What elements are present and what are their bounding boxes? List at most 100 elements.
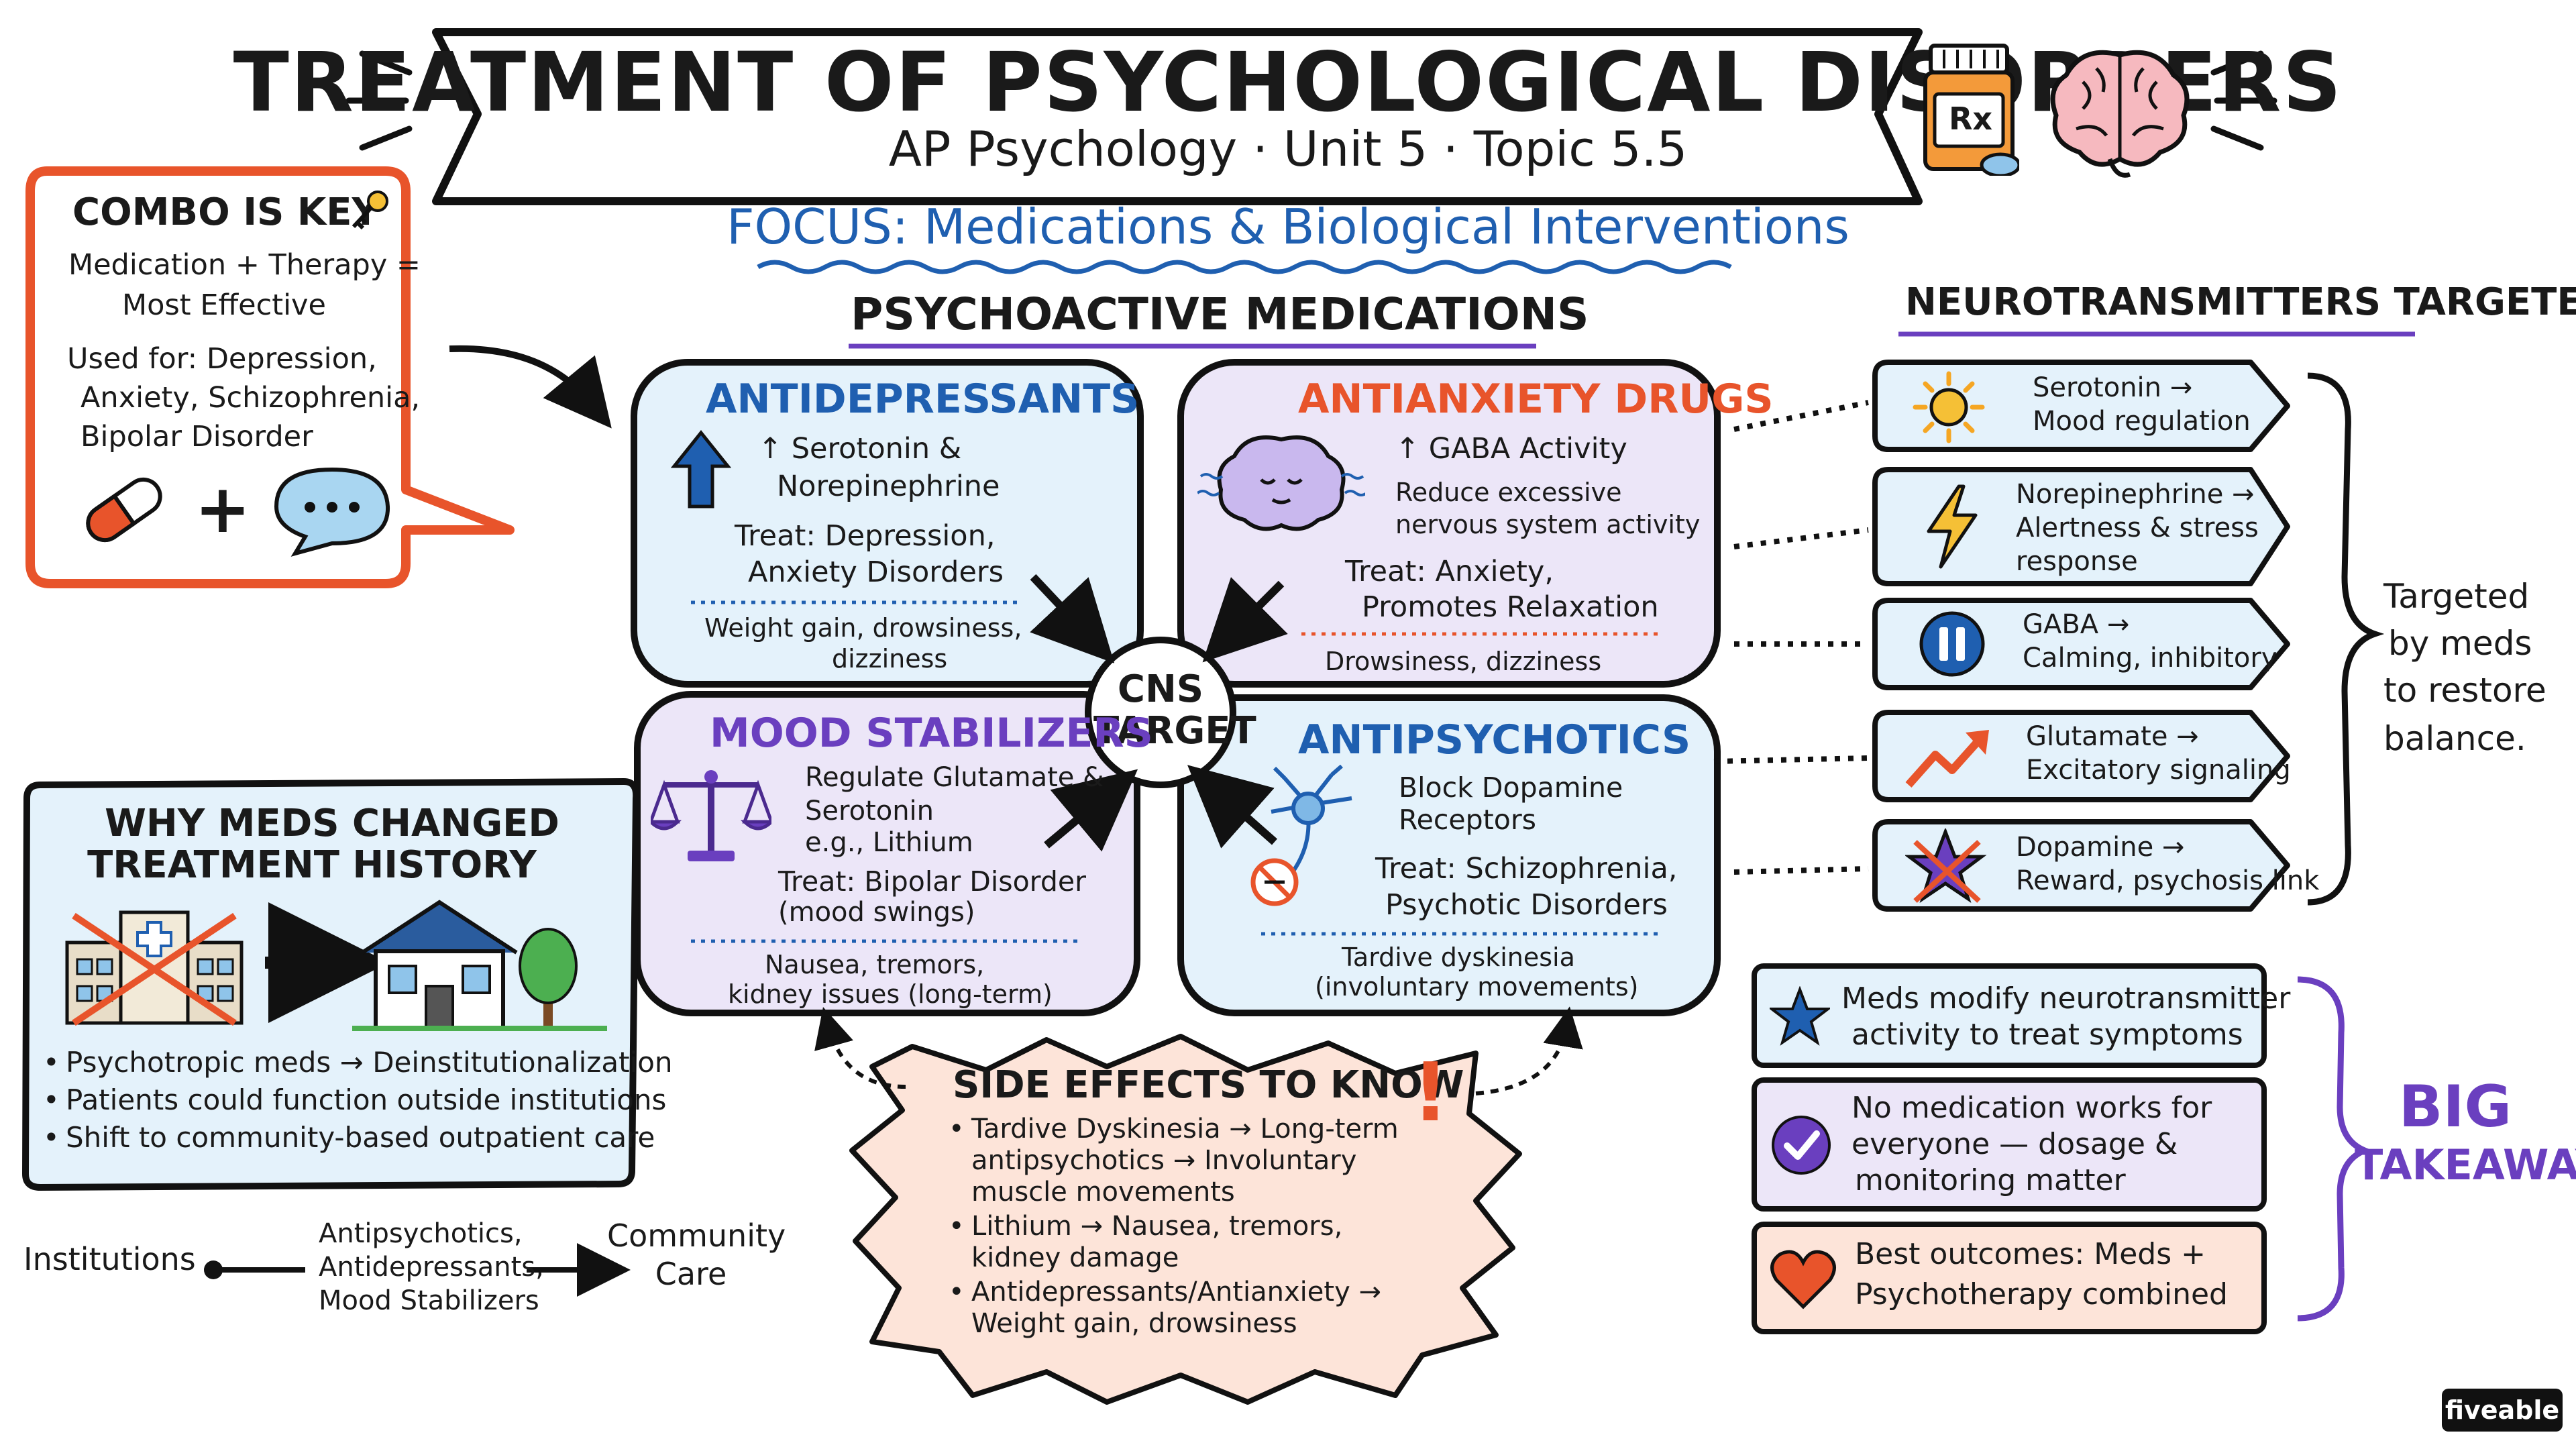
focus-underline xyxy=(757,260,1732,274)
nt-5-line-1: Dopamine → xyxy=(2016,832,2185,863)
cns-circle xyxy=(1085,637,1236,788)
takeaway-2-line-1: No medication works for xyxy=(1851,1091,2212,1125)
takeaway-brace xyxy=(2297,976,2373,1322)
side-effects-list: Tardive Dyskinesia → Long-term antipsych… xyxy=(946,1114,1399,1340)
pause-icon xyxy=(1915,607,1989,681)
nt-2-line-1: Norepinephrine → xyxy=(2016,479,2255,510)
nt-heading: NEUROTRANSMITTERS TARGETED xyxy=(1905,280,2576,324)
house-icon xyxy=(352,892,607,1033)
cns-label-1: CNS xyxy=(1117,667,1204,711)
page-subtitle: AP Psychology · Unit 5 · Topic 5.5 xyxy=(888,121,1688,177)
antidepressants-treat-2: Anxiety Disorders xyxy=(748,555,1004,589)
side-effects-heading: SIDE EFFECTS TO KNOW xyxy=(953,1063,1464,1107)
exclamation-icon: ! xyxy=(1412,1046,1449,1140)
nt-1-line-2: Mood regulation xyxy=(2033,406,2251,437)
combo-heading: COMBO IS KEY xyxy=(72,191,380,234)
antianxiety-side-1: Drowsiness, dizziness xyxy=(1325,647,1602,676)
antidepressants-treat-1: Treat: Depression, xyxy=(735,519,996,553)
banner-ticks xyxy=(345,50,2277,151)
side-effect-1a: Tardive Dyskinesia → Long-term xyxy=(946,1114,1399,1145)
mood-line-3: e.g., Lithium xyxy=(805,827,973,858)
antidepressants-line-1: ↑ Serotonin & xyxy=(758,432,962,466)
antianxiety-line-3: nervous system activity xyxy=(1395,510,1701,539)
combo-line-1: Medication + Therapy = xyxy=(68,248,421,282)
side-effect-3b: Weight gain, drowsiness xyxy=(971,1308,1297,1339)
mood-line-2: Serotonin xyxy=(805,796,934,826)
nt-note-1: Targeted xyxy=(2383,577,2530,616)
title-banner xyxy=(432,28,1923,205)
nt-2-line-3: response xyxy=(2016,546,2138,577)
combo-line-2: Most Effective xyxy=(122,288,326,322)
speech-bubble-icon xyxy=(268,463,396,557)
side-effect-2b: kidney damage xyxy=(971,1242,1179,1273)
trend-up-icon xyxy=(1902,718,1996,795)
star-icon xyxy=(1904,826,1992,906)
brand-badge xyxy=(2442,1389,2563,1432)
takeaway-box-1 xyxy=(1752,963,2267,1068)
up-arrow-icon xyxy=(670,429,732,510)
history-bullet-2: Patients could function outside institut… xyxy=(40,1083,673,1118)
mood-treat-2: (mood swings) xyxy=(778,897,975,928)
nt-note-3: to restore xyxy=(2383,671,2546,710)
timeline-mid-2: Antidepressants, xyxy=(319,1252,544,1283)
psychoactive-heading: PSYCHOACTIVE MEDICATIONS xyxy=(851,288,1589,340)
takeaway-1-line-1: Meds modify neurotransmitter xyxy=(1841,981,2291,1016)
nt-brace xyxy=(2307,372,2385,906)
nt-tag-3 xyxy=(1872,598,2290,690)
history-heading-1: WHY MEDS CHANGED xyxy=(105,802,559,845)
antipsychotics-side-2: (involuntary movements) xyxy=(1315,972,1639,1002)
nt-3-line-1: GABA → xyxy=(2023,609,2130,640)
combo-used-1: Used for: Depression, xyxy=(67,342,377,376)
antipsychotics-line-1: Block Dopamine xyxy=(1399,771,1623,804)
rx-label: Rx xyxy=(1949,101,1993,137)
lightning-icon xyxy=(1922,483,1982,570)
takeaways-label-2: TAKEAWAYS xyxy=(2355,1140,2576,1189)
nt-5-line-2: Reward, psychosis link xyxy=(2016,865,2320,896)
nt-note-4: balance. xyxy=(2383,719,2526,758)
heart-icon xyxy=(1770,1248,1837,1311)
nt-3-line-2: Calming, inhibitory xyxy=(2023,643,2277,674)
antianxiety-treat-2: Promotes Relaxation xyxy=(1362,590,1659,624)
mood-treat-1: Treat: Bipolar Disorder xyxy=(778,865,1086,898)
focus-line: FOCUS: Medications & Biological Interven… xyxy=(727,199,1849,255)
takeaway-star-icon xyxy=(1768,985,1832,1046)
mood-title: MOOD STABILIZERS xyxy=(710,710,1153,757)
combo-plus: + xyxy=(195,470,251,548)
side-effect-1b: antipsychotics → Involuntary xyxy=(971,1145,1357,1176)
side-effect-1c: muscle movements xyxy=(971,1177,1235,1208)
takeaway-3-line-1: Best outcomes: Meds + xyxy=(1855,1237,2206,1271)
antianxiety-treat-1: Treat: Anxiety, xyxy=(1345,555,1554,588)
cns-label-2: TARGET xyxy=(1093,709,1256,753)
scale-icon xyxy=(646,765,776,865)
takeaway-2-line-2: everyone — dosage & xyxy=(1851,1127,2178,1161)
history-bullet-3: Shift to community-based outpatient care xyxy=(40,1120,673,1155)
antidepressants-side-1: Weight gain, drowsiness, xyxy=(704,613,1022,643)
timeline-mid-1: Antipsychotics, xyxy=(319,1218,523,1249)
takeaway-3-line-2: Psychotherapy combined xyxy=(1855,1277,2228,1311)
key-icon xyxy=(345,188,392,235)
check-icon xyxy=(1770,1114,1833,1177)
antidepressants-side-2: dizziness xyxy=(832,644,948,674)
antianxiety-line-1: ↑ GABA Activity xyxy=(1395,432,1627,466)
combo-used-2: Anxiety, Schizophrenia, xyxy=(80,381,421,415)
neuron-block-icon xyxy=(1244,764,1372,919)
history-bullet-1: Psychotropic meds → Deinstitutionalizati… xyxy=(40,1045,673,1080)
nt-tag-1 xyxy=(1872,360,2290,452)
antipsychotics-title: ANTIPSYCHOTICS xyxy=(1298,716,1691,763)
mood-side-2: kidney issues (long-term) xyxy=(728,979,1053,1009)
timeline-end-1: Community xyxy=(607,1218,786,1254)
timeline-end-2: Care xyxy=(655,1256,727,1292)
nt-4-line-1: Glutamate → xyxy=(2026,721,2199,752)
takeaway-1-line-2: activity to treat symptoms xyxy=(1851,1018,2243,1052)
side-effect-2a: Lithium → Nausea, tremors, xyxy=(946,1211,1399,1242)
side-effect-3a: Antidepressants/Antianxiety → xyxy=(946,1277,1399,1308)
antipsychotics-treat-1: Treat: Schizophrenia, xyxy=(1375,852,1678,885)
nt-2-line-2: Alertness & stress xyxy=(2016,513,2259,543)
history-heading-2: TREATMENT HISTORY xyxy=(87,843,537,887)
mood-side-1: Nausea, tremors, xyxy=(765,950,985,979)
takeaway-2-line-3: monitoring matter xyxy=(1855,1163,2126,1197)
antidepressants-line-2: Norepinephrine xyxy=(777,470,1000,503)
pill-icon xyxy=(74,473,174,547)
timeline-start: Institutions xyxy=(23,1241,196,1277)
antianxiety-line-2: Reduce excessive xyxy=(1395,478,1622,507)
